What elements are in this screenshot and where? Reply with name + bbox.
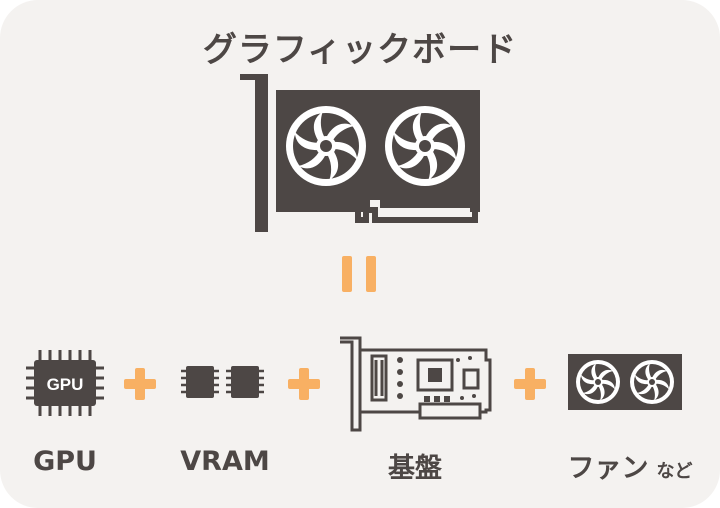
diagram-title: グラフィックボード	[202, 30, 518, 70]
vram-chips-icon	[181, 366, 264, 398]
fan-unit-icon	[568, 354, 682, 410]
gpu-label: GPU	[33, 446, 97, 477]
card-bracket	[240, 74, 268, 232]
plus-sign-1	[124, 368, 156, 400]
plus-sign-3	[514, 368, 546, 400]
card-connector	[355, 207, 478, 223]
gpu-chip-icon: GPU	[26, 350, 104, 416]
fan-label: ファンなど	[567, 453, 693, 484]
left-fan-icon	[286, 106, 366, 186]
plus-sign-2	[288, 368, 320, 400]
pcb-board-icon	[340, 336, 492, 432]
fan-label-suffix: など	[656, 461, 693, 482]
graphics-card-illustration	[240, 74, 480, 232]
gpu-chip-text: GPU	[47, 375, 84, 394]
board-label: 基盤	[388, 453, 442, 484]
right-fan-icon	[385, 106, 465, 186]
equals-sign	[342, 256, 376, 292]
vram-label: VRAM	[180, 446, 270, 477]
